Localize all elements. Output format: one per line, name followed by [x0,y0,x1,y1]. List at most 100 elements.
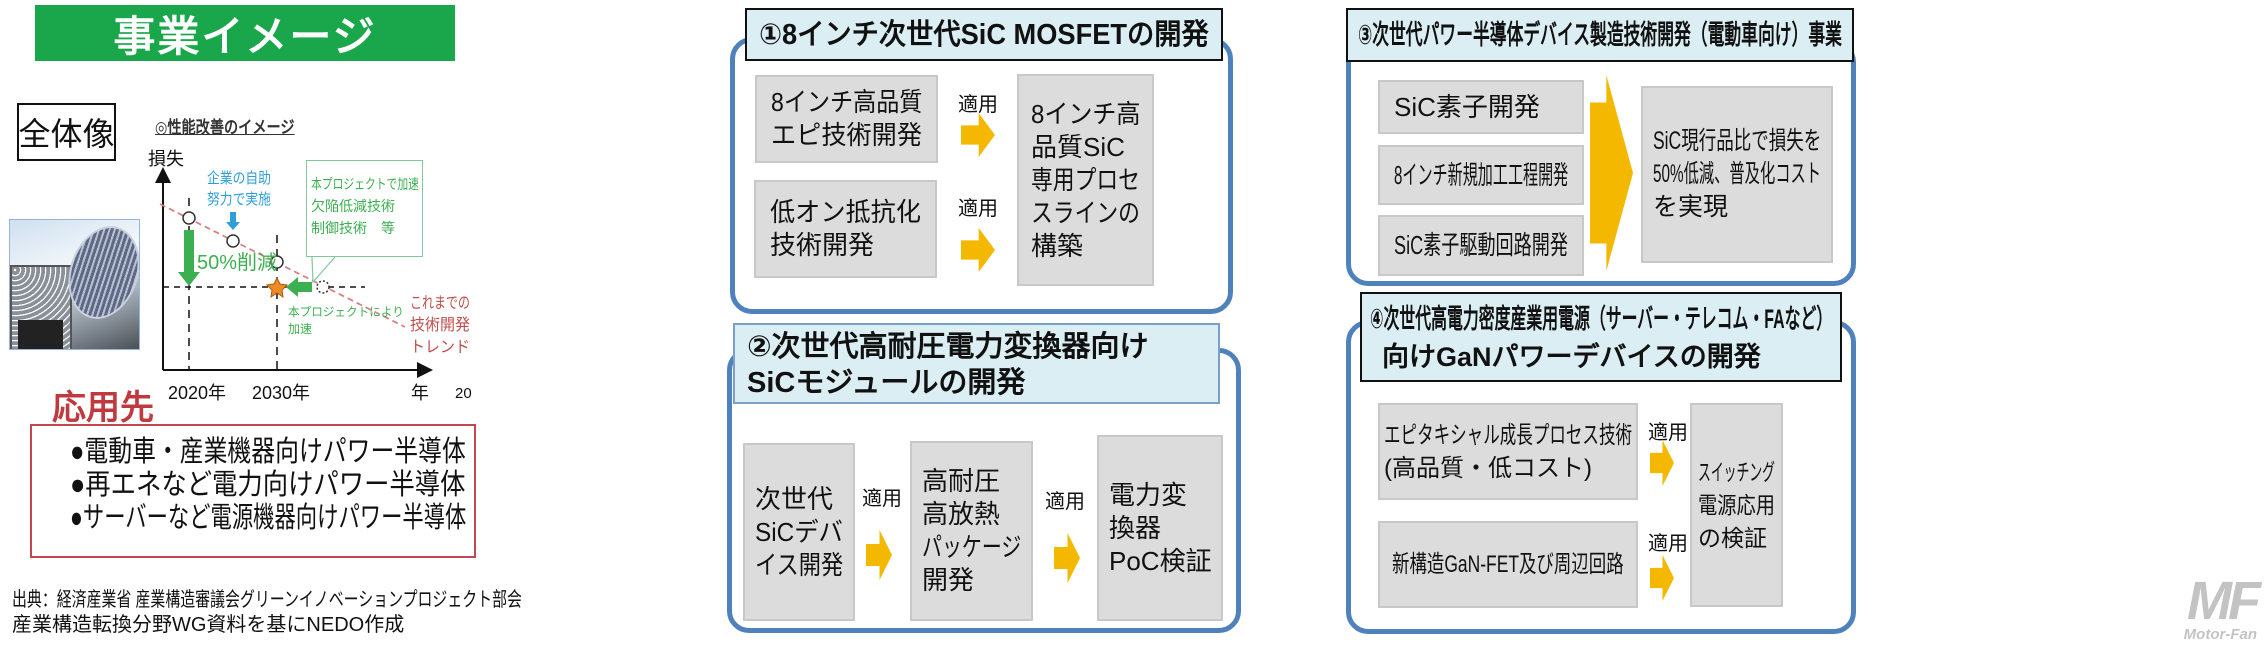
box-line: 高耐圧 [922,466,1001,496]
application-item: ●電動車・産業機器向けパワー半導体 [70,436,466,468]
header-line: ①8インチ次世代SiC MOSFETの開発 [759,18,1209,51]
box-line: 開発 [922,565,975,595]
graph-title: ◎性能改善のイメージ [155,118,295,137]
applications-title: 応用先 [52,389,154,427]
trend-line-text: これまでの [410,295,471,312]
box-line: SiC素子駆動回路開発 [1394,230,1568,260]
panel-4-input: エピタキシャル成長プロセス技術 (高品質・低コスト) [1378,403,1638,500]
box-line: 品質SiC [1031,131,1125,162]
box-line: (高品質・低コスト) [1384,454,1592,482]
box-line: 8インチ高 [1031,98,1141,129]
header-line: ③次世代パワー半導体デバイス製造技術開発（電動車向け）事業 [1358,20,1842,50]
box-line: SiCデバ [755,516,843,547]
header-line: ④次世代高電力密度産業用電源（サーバー・テレコム・FAなど） [1370,304,1833,334]
callout-line: 制御技術 等 [311,220,395,236]
apply-label: 適用 [958,198,998,220]
watermark-logo: MF Motor-Fan [2183,571,2261,643]
panel-2-step: 高耐圧高放熱パッケージ開発 [910,441,1033,621]
trend-point-future [316,280,330,294]
apply-label: 適用 [1648,533,1688,555]
header-line: 向けGaNパワーデバイスの開発 [1382,342,1761,372]
trend-label: これまでの 技術開発 トレンド [410,293,470,359]
trend-point [182,211,196,225]
box-line: PoC検証 [1109,545,1212,576]
source-line: 産業構造転換分野WG資料を基にNEDO作成 [12,614,405,636]
panel-3-input: 8インチ新規加工工程開発 [1378,145,1584,205]
watermark-text: Motor-Fan [2183,626,2257,643]
box-line: SiC現行品比で損失を [1653,127,1822,155]
accelerate-label: 本プロジェクトにより 加速 [288,304,404,338]
accelerate-arrow [286,277,312,297]
box-line: SiC素子開発 [1394,91,1540,122]
box-line: 電源応用 [1698,491,1776,518]
accelerate-line: 本プロジェクトにより [288,305,404,319]
accelerate-line: 加速 [288,322,313,336]
box-line: 50%低減、普及化コスト [1653,160,1822,188]
page-number: 20 [455,385,472,402]
panel-2-header: ②次世代高耐圧電力変換器向け SiCモジュールの開発 [733,323,1220,404]
panel-4-input: 新構造GaN-FET及び周辺回路 [1378,521,1638,608]
box-line: 高放熱 [922,499,1001,529]
chip-image [18,320,63,349]
box-line: 電力変 [1109,479,1188,510]
box-line: パッケージ [922,532,1022,562]
slide-title: 事業イメージ [35,5,455,61]
box-line: の検証 [1698,524,1767,551]
box-line: 低オン抵抗化 [770,197,922,227]
sic-wafer-photo [9,219,140,350]
x-axis-label: 年 [411,383,429,403]
header-line: SiCモジュールの開発 [747,367,1026,399]
box-line: イス開発 [755,549,844,580]
box-line: スイッチング [1698,458,1776,485]
box-line: 次世代 [755,483,834,514]
trend-line [159,203,406,328]
trend-point [270,255,284,269]
company-arrow [226,212,240,230]
box-line: 技術開発 [770,230,875,260]
overall-label: 全体像 [17,103,116,161]
box-line: を実現 [1653,193,1729,221]
box-line: 新構造GaN-FET及び周辺回路 [1392,551,1624,578]
trend-point [226,234,240,248]
performance-graph [155,167,433,378]
panel-3-input: SiC素子開発 [1378,80,1584,134]
source-note: 出典：経済産業省 産業構造審議会グリーンイノベーションプロジェクト部会 産業構造… [12,588,522,638]
application-item: ●サーバーなど電源機器向けパワー半導体 [70,502,467,534]
apply-label: 適用 [1648,422,1688,444]
box-line: 8インチ新規加工工程開発 [1394,159,1569,190]
apply-label: 適用 [958,94,998,116]
trend-line-text: 技術開発 [410,317,471,334]
watermark-mf: MF [2187,571,2261,631]
callout-pointer [311,256,336,284]
panel-3-input: SiC素子駆動回路開発 [1378,215,1584,276]
box-line: 構築 [1031,230,1084,261]
panel-4-output: スイッチング電源応用の検証 [1690,403,1783,607]
y-axis-label: 損失 [148,149,184,169]
apply-label: 適用 [862,488,902,510]
apply-label: 適用 [1045,491,1085,513]
box-line: エピタキシャル成長プロセス技術 [1384,421,1633,449]
reduction-arrow [178,230,200,286]
company-effort-line: 努力で実施 [207,191,271,208]
company-effort-label: 企業の自助 努力で実施 [207,168,271,210]
box-line: 専用プロセ [1031,164,1140,195]
company-effort-line: 企業の自助 [207,170,271,187]
x-tick-2020: 2020年 [168,383,227,403]
trend-line-text: トレンド [410,339,471,356]
applications-list: ●電動車・産業機器向けパワー半導体 ●再エネなど電力向けパワー半導体 ●サーバー… [30,424,476,558]
panel-4-header: ④次世代高電力密度産業用電源（サーバー・テレコム・FAなど） 向けGaNパワーデバ… [1360,292,1842,382]
box-line: 換器 [1109,512,1162,543]
project-callout: 本プロジェクトで加速 欠陥低減技術 制御技術 等 [306,160,423,257]
header-line: ②次世代高耐圧電力変換器向け [747,331,1149,363]
box-line: 8インチ高品質 [771,87,923,117]
reduction-label: 50%削減 [197,252,278,274]
panel-3-output: SiC現行品比で損失を 50%低減、普及化コストを実現 [1641,86,1833,263]
callout-line: 欠陥低減技術 [311,198,395,214]
box-line: エピ技術開発 [771,120,923,150]
source-line: 出典：経済産業省 産業構造審議会グリーンイノベーションプロジェクト部会 [12,589,522,611]
panel-1-input: 低オン抵抗化技術開発 [754,180,937,278]
panel-1-input: 8インチ高品質エピ技術開発 [755,75,938,163]
application-item: ●再エネなど電力向けパワー半導体 [70,469,466,501]
